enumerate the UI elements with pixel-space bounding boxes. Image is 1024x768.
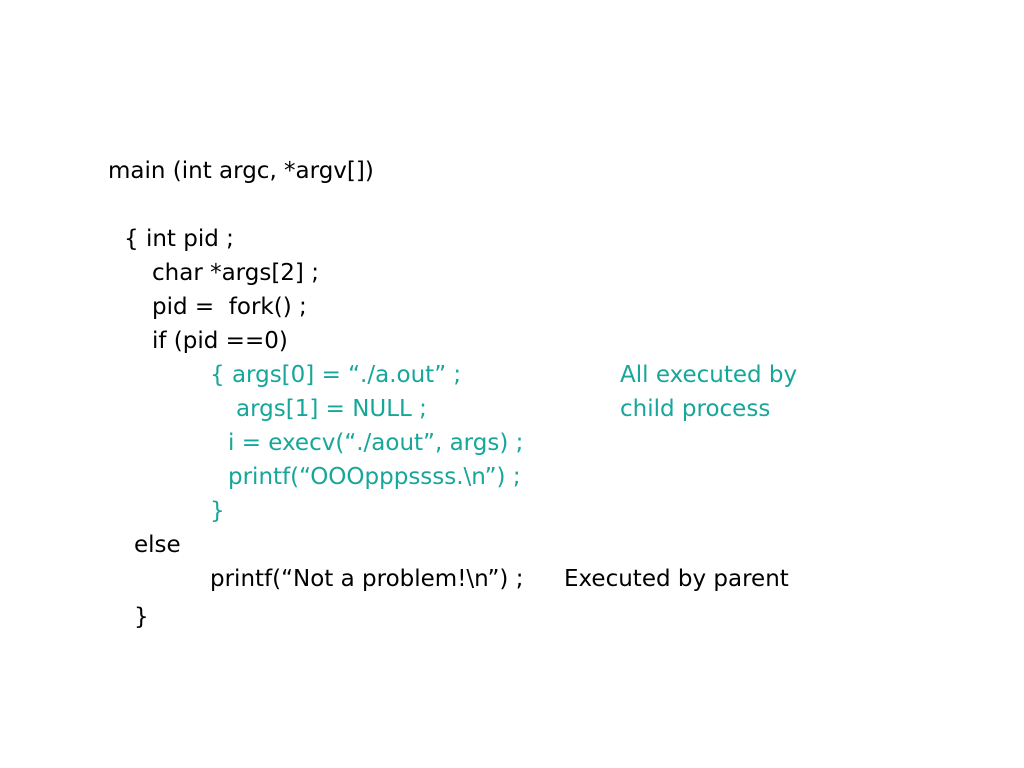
code-line-fork: pid = fork() ; xyxy=(152,294,307,320)
code-line-close-main: } xyxy=(134,604,149,630)
parent-note: Executed by parent xyxy=(564,566,789,592)
code-line-main-signature: main (int argc, *argv[]) xyxy=(108,158,374,184)
code-line-printf-parent: printf(“Not a problem!\n”) ; xyxy=(210,566,524,592)
code-line-declare-args: char *args[2] ; xyxy=(152,260,319,286)
code-line-args-1: args[1] = NULL ; xyxy=(236,396,427,422)
child-note-line-2: child process xyxy=(620,396,771,422)
code-line-args-0: { args[0] = “./a.out” ; xyxy=(210,362,462,388)
code-line-execv: i = execv(“./aout”, args) ; xyxy=(228,430,524,456)
code-line-else: else xyxy=(134,532,181,558)
code-line-if: if (pid ==0) xyxy=(152,328,288,354)
child-note-line-1: All executed by xyxy=(620,362,798,388)
code-line-printf-oops: printf(“OOOpppssss.\n”) ; xyxy=(228,464,521,490)
code-line-close-child-block: } xyxy=(210,498,225,524)
code-line-declare-pid: { int pid ; xyxy=(124,226,234,252)
